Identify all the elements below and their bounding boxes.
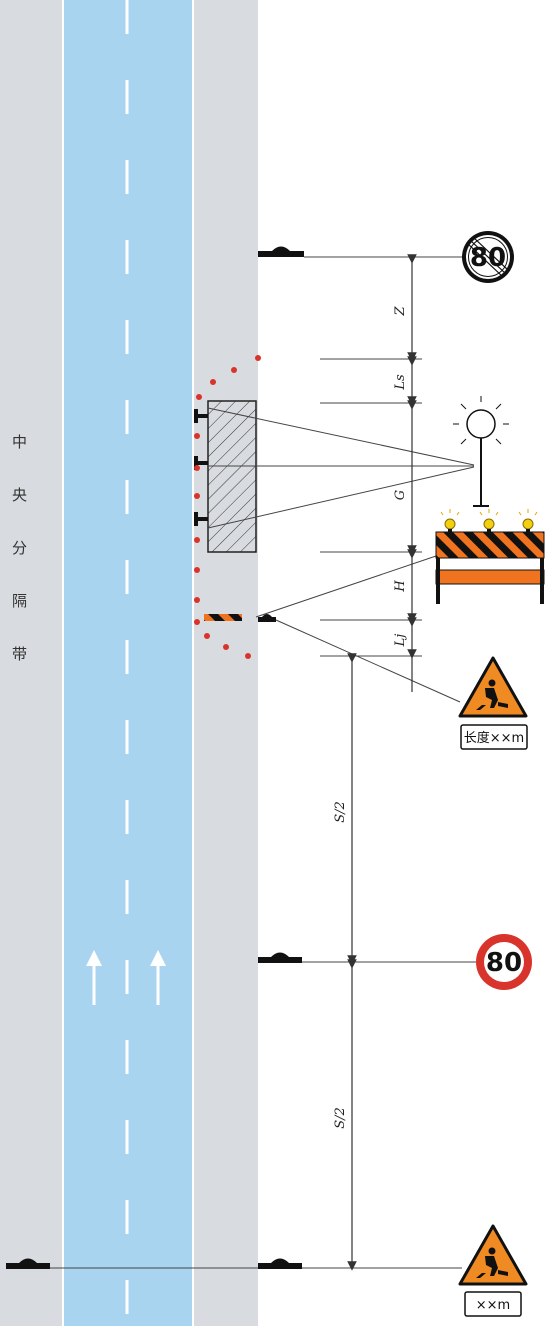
roadwork-warning-sign: 长度××m xyxy=(458,656,528,750)
worker-icon xyxy=(476,1247,508,1278)
dimension-label-z: Z xyxy=(393,306,408,317)
svg-text:带: 带 xyxy=(12,645,27,663)
leader-lines xyxy=(50,256,476,1269)
svg-text:分: 分 xyxy=(12,539,27,557)
traffic-cone-icon xyxy=(231,367,237,373)
barricade-lights xyxy=(440,509,538,532)
dimension-label-h: H xyxy=(393,580,408,593)
roadwork-warning-sign: ××m xyxy=(458,1224,528,1317)
barrier-bracket xyxy=(194,409,208,423)
sign-base-marker xyxy=(258,246,304,257)
traffic-cones xyxy=(194,355,261,659)
sign-base-marker xyxy=(258,1258,302,1269)
road-barricade xyxy=(204,614,242,621)
svg-text:中: 中 xyxy=(12,433,27,451)
barrier-bracket xyxy=(194,512,208,526)
median-label: 中 央 分 隔 带 xyxy=(12,433,27,663)
traffic-cone-icon xyxy=(245,653,251,659)
arrow-up-icon xyxy=(86,950,102,1005)
traffic-cone-icon xyxy=(194,465,200,471)
traffic-cone-icon xyxy=(194,567,200,573)
work-distance-plate: ××m xyxy=(476,1298,510,1313)
speed-limit-value: 80 xyxy=(486,948,522,978)
dimension-label-s-half-bottom: S/2 xyxy=(333,1107,348,1129)
dimension-lines xyxy=(347,254,417,1271)
speed-limit-end-sign: 80 xyxy=(462,231,514,283)
worker-icon xyxy=(476,679,508,710)
median-strip xyxy=(0,0,62,1326)
dimension-extension-lines xyxy=(320,358,422,657)
svg-text:隔: 隔 xyxy=(12,592,27,610)
speed-limit-sign: 80 xyxy=(476,934,532,990)
traffic-cone-icon xyxy=(194,493,200,499)
dimension-label-s-half-top: S/2 xyxy=(333,801,348,823)
dimension-label-ls: Ls xyxy=(393,374,408,391)
sign-base-marker xyxy=(258,614,276,622)
dimension-label-g: G xyxy=(393,490,408,500)
barricade-icon xyxy=(435,509,545,604)
traffic-cone-icon xyxy=(194,597,200,603)
traffic-cone-icon xyxy=(194,619,200,625)
dimension-label-lj: Lj xyxy=(393,634,408,648)
traffic-cone-icon xyxy=(210,379,216,385)
sign-base-marker xyxy=(6,1258,50,1269)
traffic-cone-icon xyxy=(204,633,210,639)
arrow-up-icon xyxy=(150,950,166,1005)
traffic-cone-icon xyxy=(255,355,261,361)
warning-light-icon xyxy=(453,396,509,507)
traffic-cone-icon xyxy=(223,644,229,650)
shoulder-strip xyxy=(194,0,258,1326)
traffic-cone-icon xyxy=(194,433,200,439)
work-length-plate: 长度××m xyxy=(464,730,524,746)
work-area xyxy=(207,400,257,553)
traffic-cone-icon xyxy=(196,394,202,400)
svg-text:央: 央 xyxy=(12,486,27,504)
traffic-cone-icon xyxy=(194,537,200,543)
barrier-bracket xyxy=(194,456,208,470)
sign-base-marker xyxy=(258,952,302,963)
